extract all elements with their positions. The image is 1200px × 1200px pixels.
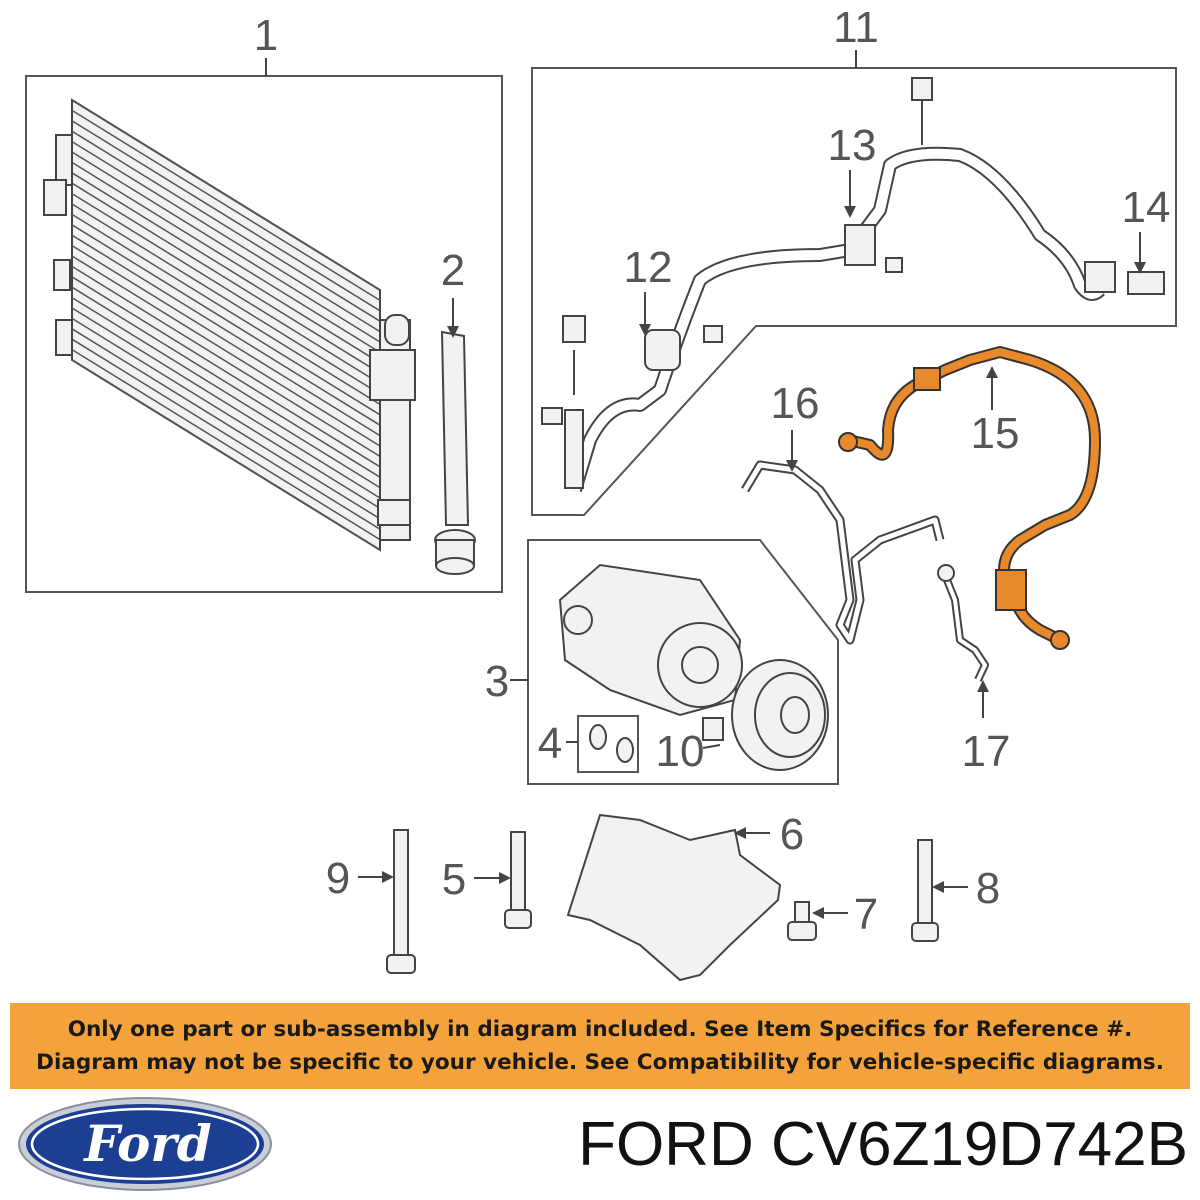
drier-cartridge <box>434 330 476 575</box>
highlighted-hose-15: 15 <box>838 346 1101 650</box>
ford-logo-text: Ford <box>82 1114 211 1173</box>
condenser-fin <box>71 192 381 385</box>
callout-13: 13 <box>828 121 877 170</box>
condenser-fin <box>71 120 381 312</box>
condenser-group: 1 2 <box>25 11 503 593</box>
part-label: FORD CV6Z19D742B <box>560 1105 1188 1185</box>
condenser-fin <box>71 182 381 374</box>
condenser-fin <box>71 255 381 447</box>
condenser-fin <box>71 348 381 541</box>
callout-15: 15 <box>971 409 1020 458</box>
condenser-fin <box>71 265 381 458</box>
condenser-fin <box>71 151 381 343</box>
parts-diagram: 1 2 11 <box>25 3 1177 982</box>
condenser-fin <box>71 161 381 354</box>
sensor-17: 17 <box>937 564 1011 776</box>
condenser-fin <box>71 328 381 520</box>
disclaimer-banner: Only one part or sub-assembly in diagram… <box>10 1003 1190 1089</box>
condenser-fin <box>71 99 381 291</box>
callout-4: 4 <box>538 719 562 768</box>
callout-11: 11 <box>833 3 879 52</box>
callout-9: 9 <box>326 854 350 903</box>
callout-3: 3 <box>485 657 509 706</box>
condenser-fin <box>71 307 381 499</box>
callout-1: 1 <box>254 11 278 60</box>
callout-2: 2 <box>441 246 465 295</box>
condenser-fin <box>71 276 381 468</box>
callout-10: 10 <box>656 727 705 776</box>
condenser-core <box>43 98 416 552</box>
callout-7: 7 <box>854 890 878 939</box>
condenser-fin <box>71 234 381 426</box>
callout-14: 14 <box>1122 183 1171 232</box>
callout-16: 16 <box>771 379 820 428</box>
compressor-group: 3 10 4 <box>485 539 839 785</box>
hose-assembly-group: 11 12 13 14 <box>531 3 1177 516</box>
condenser-fin <box>71 109 381 302</box>
seal-kit-frame <box>577 715 639 773</box>
condenser-fin <box>71 359 381 551</box>
part-brand: FORD <box>578 1110 754 1179</box>
hardware-group: 9 5 6 7 8 <box>326 810 1000 982</box>
condenser-fin <box>71 296 381 489</box>
hose-assembly-frame <box>531 67 1177 516</box>
callout-17: 17 <box>962 727 1011 776</box>
line-16: 16 <box>741 379 945 645</box>
callout-5: 5 <box>442 855 466 904</box>
callout-8: 8 <box>976 864 1000 913</box>
condenser-fin <box>71 224 381 416</box>
condenser-fin <box>71 203 381 395</box>
condenser-fin <box>71 338 381 530</box>
condenser-fin <box>71 130 381 322</box>
callout-6: 6 <box>780 810 804 859</box>
condenser-fin <box>71 244 381 437</box>
condenser-fin <box>71 317 381 510</box>
callout-12: 12 <box>624 243 673 292</box>
disclaimer-line-2: Diagram may not be specific to your vehi… <box>36 1050 1164 1075</box>
condenser-fin <box>71 286 381 478</box>
condenser-fin <box>71 140 381 333</box>
condenser-fin <box>71 172 381 364</box>
part-number: CV6Z19D742B <box>770 1110 1188 1179</box>
ford-logo: Ford <box>18 1097 272 1191</box>
compressor-frame <box>527 539 839 785</box>
disclaimer-line-1: Only one part or sub-assembly in diagram… <box>67 1017 1133 1042</box>
condenser-frame <box>25 75 503 593</box>
condenser-fin <box>71 213 381 406</box>
